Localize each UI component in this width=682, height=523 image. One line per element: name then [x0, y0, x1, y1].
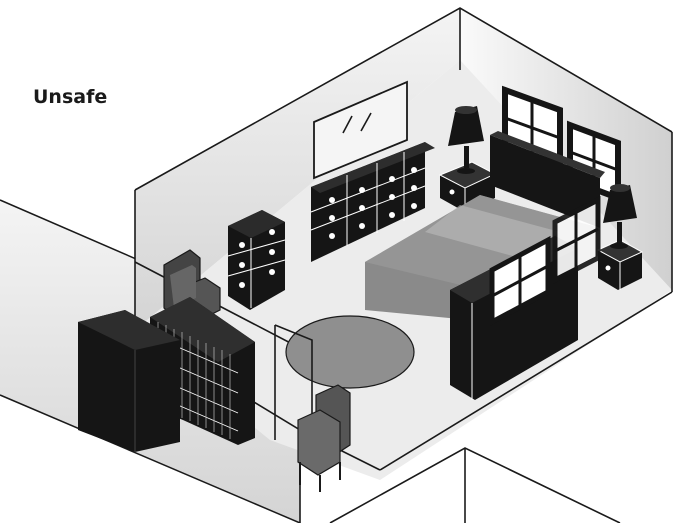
round-rug [286, 316, 414, 388]
